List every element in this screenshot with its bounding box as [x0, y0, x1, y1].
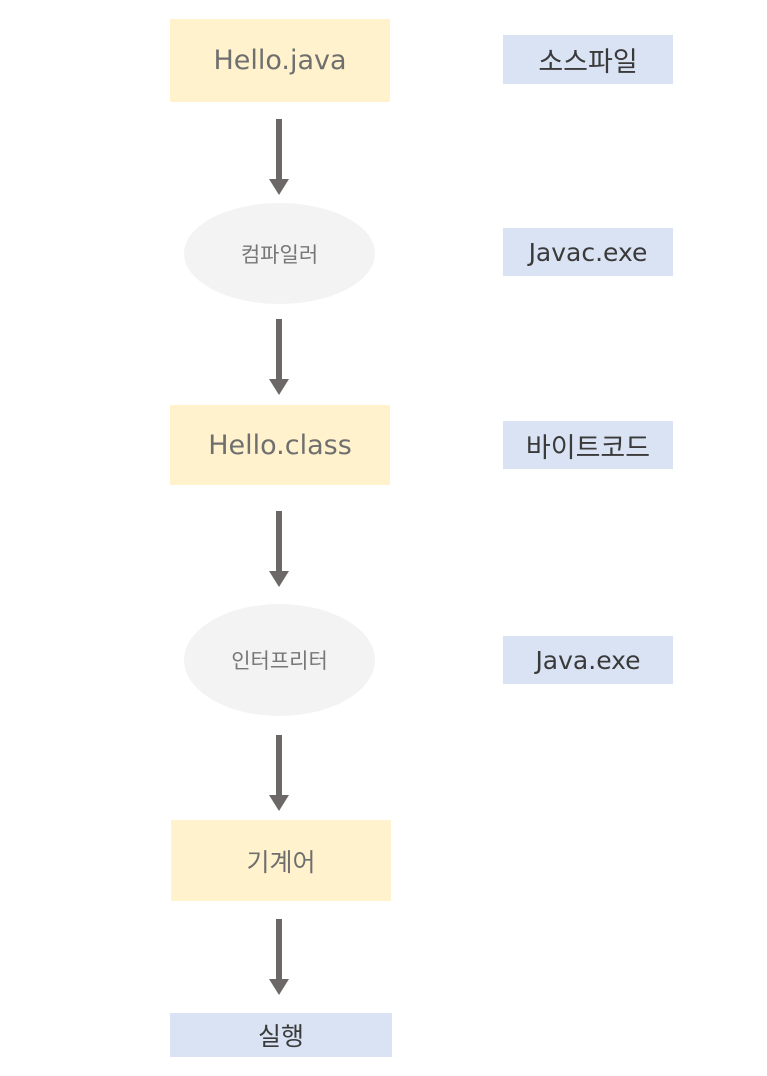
source-file-label: 소스파일 [503, 35, 673, 84]
bytecode-file-box: Hello.class [170, 405, 390, 485]
machine-code-text: 기계어 [246, 847, 316, 877]
javac-label: Javac.exe [503, 228, 673, 276]
compiler-node: 컴파일러 [184, 203, 375, 304]
java-label: Java.exe [503, 636, 673, 684]
run-box: 실행 [170, 1013, 392, 1057]
interpreter-text: 인터프리터 [231, 649, 328, 673]
arrow-down-icon [269, 511, 289, 587]
arrow-down-icon [269, 735, 289, 811]
bytecode-file-text: Hello.class [208, 429, 352, 461]
arrow-down-icon [269, 119, 289, 195]
run-text: 실행 [257, 1022, 304, 1051]
javac-label-text: Javac.exe [528, 237, 648, 267]
bytecode-label: 바이트코드 [503, 421, 673, 469]
source-file-text: Hello.java [213, 45, 347, 76]
interpreter-node: 인터프리터 [184, 604, 375, 716]
arrow-down-icon [269, 319, 289, 395]
compiler-text: 컴파일러 [240, 242, 319, 267]
source-file-box: Hello.java [170, 19, 390, 102]
bytecode-label-text: 바이트코드 [525, 432, 651, 464]
source-file-label-text: 소스파일 [538, 47, 638, 78]
java-label-text: Java.exe [535, 645, 641, 675]
arrow-down-icon [269, 919, 289, 995]
machine-code-box: 기계어 [171, 820, 391, 901]
